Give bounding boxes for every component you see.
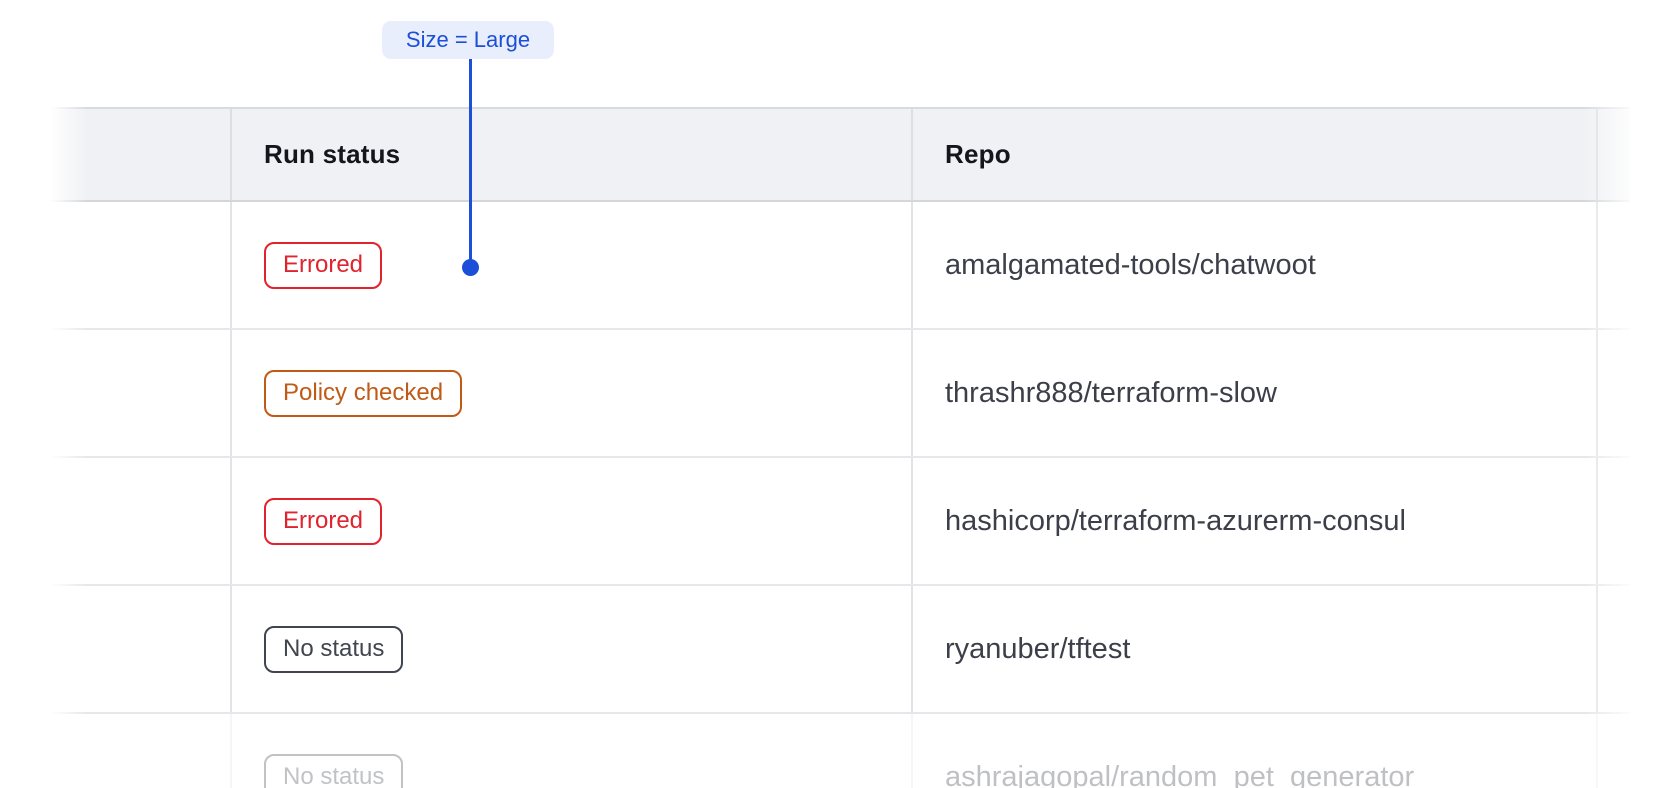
size-annotation-label: Size = Large xyxy=(405,27,531,52)
repo-name: amalgamated-tools/chatwoot xyxy=(945,248,1316,281)
run-status-cell: Errored xyxy=(232,458,913,584)
repo-cell: thrashr888/terraform-slow xyxy=(913,330,1598,456)
run-status-badge: No status xyxy=(264,625,404,673)
repo-cell: hashicorp/terraform-azurerm-consul xyxy=(913,458,1598,584)
partial-cell xyxy=(1598,586,1630,712)
table-row[interactable]: Errored hashicorp/terraform-azurerm-cons… xyxy=(42,458,1630,586)
repo-cell: ryanuber/tftest xyxy=(913,586,1598,712)
column-header-run-status: Run status xyxy=(232,109,913,200)
partial-cell xyxy=(1598,714,1630,788)
repo-cell: ashrajagopal/random_pet_generator xyxy=(913,714,1598,788)
partial-cell xyxy=(1598,202,1630,328)
run-status-badge: No status xyxy=(264,753,404,788)
runs-table: Run status Repo Errored amalgamated-tool… xyxy=(42,107,1630,788)
table-row[interactable]: Errored amalgamated-tools/chatwoot xyxy=(42,202,1630,330)
annotation-pointer-line xyxy=(469,59,472,260)
empty-cell xyxy=(42,586,232,712)
repo-name: hashicorp/terraform-azurerm-consul xyxy=(945,504,1406,537)
header-empty-cell xyxy=(42,109,232,200)
run-status-cell: Policy checked xyxy=(232,330,913,456)
partial-cell xyxy=(1598,458,1630,584)
table-row[interactable]: Policy checked thrashr888/terraform-slow xyxy=(42,330,1630,458)
header-partial-cell xyxy=(1598,109,1630,200)
repo-name: ryanuber/tftest xyxy=(945,632,1131,665)
run-status-cell: Errored xyxy=(232,202,913,328)
empty-cell xyxy=(42,458,232,584)
run-status-cell: No status xyxy=(232,714,913,788)
empty-cell xyxy=(42,714,232,788)
repo-cell: amalgamated-tools/chatwoot xyxy=(913,202,1598,328)
run-status-badge: Errored xyxy=(264,497,383,545)
column-header-repo: Repo xyxy=(913,109,1598,200)
table-row[interactable]: No status ashrajagopal/random_pet_genera… xyxy=(42,714,1630,788)
run-status-cell: No status xyxy=(232,586,913,712)
empty-cell xyxy=(42,202,232,328)
table-row[interactable]: No status ryanuber/tftest xyxy=(42,586,1630,714)
run-status-badge: Errored xyxy=(264,241,383,289)
size-annotation-pill: Size = Large xyxy=(382,21,554,59)
partial-cell xyxy=(1598,330,1630,456)
repo-name: thrashr888/terraform-slow xyxy=(945,376,1277,409)
empty-cell xyxy=(42,330,232,456)
table-header-row: Run status Repo xyxy=(42,107,1630,202)
run-status-badge: Policy checked xyxy=(264,369,463,417)
annotation-pointer-dot xyxy=(462,259,479,276)
repo-name: ashrajagopal/random_pet_generator xyxy=(945,760,1415,788)
